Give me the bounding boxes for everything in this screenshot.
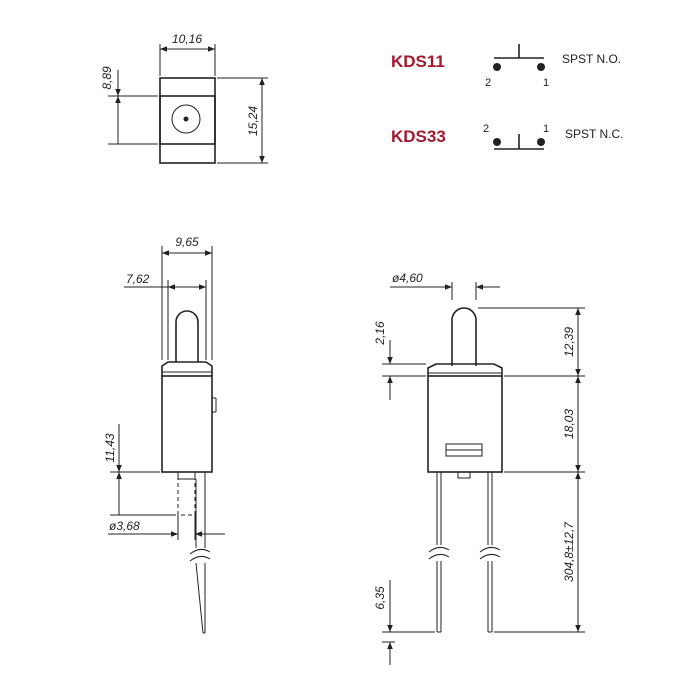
front-lead-length-label: 304,8±12,7 xyxy=(562,521,576,582)
front-actuator-diameter-label: ø4,60 xyxy=(392,271,423,285)
schematic-no: KDS11 2 1 SPST N.O. xyxy=(391,44,621,89)
nc-pin-left-label: 2 xyxy=(483,123,489,135)
side-outer-width-label: 9,65 xyxy=(175,235,199,249)
model-kds33-label: KDS33 xyxy=(391,127,446,146)
front-lead-tip-label: 6,35 xyxy=(373,586,387,610)
top-view-actuator-center xyxy=(183,116,189,122)
front-collar-height-label: 2,16 xyxy=(373,321,387,346)
top-view-upper-height-label: 8,89 xyxy=(100,66,114,90)
top-view: 10,16 8,89 15,24 xyxy=(100,32,268,164)
no-pin-left-label: 2 xyxy=(485,77,491,89)
no-spec-label: SPST N.O. xyxy=(562,52,621,66)
front-body-height-label: 18,03 xyxy=(562,409,576,439)
model-kds11-label: KDS11 xyxy=(391,52,445,71)
top-view-total-height-label: 15,24 xyxy=(246,106,260,136)
top-view-width-label: 10,16 xyxy=(172,32,202,46)
schematic-nc: KDS33 2 1 SPST N.C. xyxy=(391,123,623,150)
nc-pin-right-label: 1 xyxy=(543,123,549,135)
front-view: ø4,60 2,16 12,39 18,03 304,8±12,7 6,35 xyxy=(373,271,585,665)
side-pin-diameter-label: ø3,68 xyxy=(109,519,140,533)
top-view-actuator-outer xyxy=(171,104,201,134)
no-pin-right-label: 1 xyxy=(543,77,549,89)
side-inner-width-label: 7,62 xyxy=(126,272,150,286)
front-actuator-height-label: 12,39 xyxy=(562,327,576,357)
side-view: 9,65 7,62 11,43 ø3,68 xyxy=(103,235,225,634)
nc-spec-label: SPST N.C. xyxy=(565,127,623,141)
side-body-height-label: 11,43 xyxy=(103,433,117,462)
